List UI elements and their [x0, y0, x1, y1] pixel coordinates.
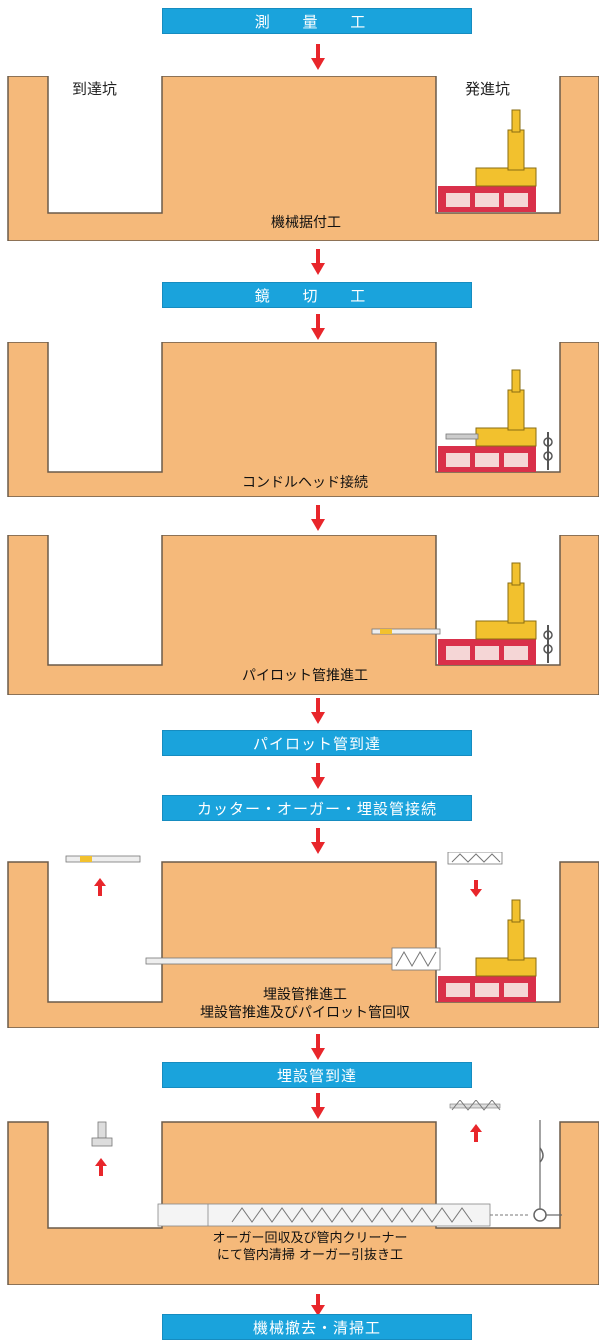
scene-head-connect: コンドルヘッド接続 [0, 342, 599, 497]
pit-cross-section [7, 535, 599, 695]
step-banner-cutter-connect: カッター・オーガー・埋設管接続 [162, 795, 472, 821]
down-arrow-icon [311, 249, 325, 275]
caption-head-connect: コンドルヘッド接続 [242, 475, 368, 491]
pit-cross-section [7, 852, 599, 1028]
auger-segment [449, 1100, 501, 1111]
down-arrow-icon [311, 1294, 325, 1316]
jacking-machine [438, 109, 537, 212]
scene-machine-setup: 到達坑 発進坑 機械据付工 [0, 76, 599, 241]
step-banner-mirror-cut: 鏡 切 工 [162, 282, 472, 308]
pit-cross-section [7, 1100, 599, 1285]
caption-line-1: 埋設管推進工 [263, 987, 347, 1003]
scene-auger-removal: オーガー回収及び管内クリーナー にて管内清掃 オーガー引抜き工 [0, 1100, 599, 1285]
caption-auger-removal: オーガー回収及び管内クリーナー にて管内清掃 オーガー引抜き工 [150, 1230, 470, 1264]
up-arrow-icon [94, 878, 106, 896]
step-banner-final: 機械撤去・清掃工 [162, 1314, 472, 1340]
arrival-pit-label: 到達坑 [72, 80, 118, 98]
up-arrow-icon [470, 1124, 482, 1142]
down-arrow-icon [311, 1034, 325, 1060]
caption-line-2: 埋設管推進及びパイロット管回収 [200, 1005, 410, 1021]
down-arrow-icon [470, 880, 482, 897]
step-banner-survey: 測 量 工 [162, 8, 472, 34]
scene-pilot-push: パイロット管推進工 [0, 535, 599, 695]
scene-pipe-push: 埋設管推進工 埋設管推進及びパイロット管回収 [0, 852, 599, 1028]
caption-pipe-push: 埋設管推進工 埋設管推進及びパイロット管回収 [170, 986, 440, 1022]
pilot-pipe [371, 628, 441, 635]
caption-machine-setup: 機械据付工 [271, 215, 341, 231]
pilot-pipe-removed [65, 855, 141, 863]
caption-line-2: にて管内清掃 オーガー引抜き工 [216, 1248, 404, 1263]
down-arrow-icon [311, 44, 325, 70]
buried-pipe [145, 947, 441, 971]
jacking-machine [438, 899, 537, 1002]
down-arrow-icon [311, 505, 325, 531]
hoist-hook [543, 432, 553, 470]
jacking-machine [438, 562, 537, 665]
caption-pilot-push: パイロット管推進工 [242, 668, 368, 684]
cutter-head [91, 1121, 113, 1147]
jacking-machine [438, 369, 537, 472]
down-arrow-icon [311, 828, 325, 854]
auger-segment [447, 852, 503, 865]
down-arrow-icon [311, 1093, 325, 1119]
down-arrow-icon [311, 314, 325, 340]
pit-cross-section [7, 342, 599, 497]
down-arrow-icon [311, 763, 325, 789]
launch-pit-label: 発進坑 [465, 80, 511, 98]
buried-pipe-with-auger [157, 1120, 562, 1227]
pit-cross-section [7, 76, 599, 241]
step-banner-pilot-arrive: パイロット管到達 [162, 730, 472, 756]
step-banner-pipe-arrive: 埋設管到達 [162, 1062, 472, 1088]
caption-line-1: オーガー回収及び管内クリーナー [212, 1231, 408, 1246]
hoist-hook [543, 625, 553, 663]
up-arrow-icon [95, 1158, 107, 1176]
down-arrow-icon [311, 698, 325, 724]
